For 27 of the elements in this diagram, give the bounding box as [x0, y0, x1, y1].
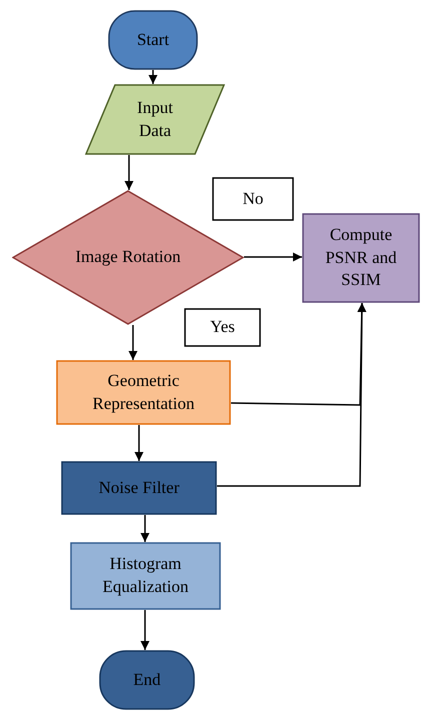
arrow [140, 610, 150, 650]
node-label: No [242, 188, 264, 210]
process-box [70, 542, 221, 610]
node-label: Input Data [136, 96, 174, 142]
node-label: Yes [210, 316, 235, 338]
arrow [128, 325, 138, 360]
node-label: Compute PSNR and SSIM [324, 224, 398, 292]
arrow [124, 155, 134, 190]
node-label: Geometric Representation [92, 370, 196, 415]
condition-box [184, 308, 261, 347]
node-label: Histogram Equalization [102, 553, 190, 598]
node-label: End [133, 668, 161, 691]
start-terminator [108, 10, 198, 70]
arrow [148, 70, 158, 84]
process-box [302, 213, 420, 303]
input-parallelogram [85, 84, 225, 155]
arrow [217, 303, 366, 487]
end-terminator [99, 650, 195, 710]
arrow [140, 515, 150, 542]
process-box [61, 461, 217, 515]
arrow [134, 425, 144, 461]
node-label: Noise Filter [98, 476, 180, 499]
condition-box [212, 177, 294, 221]
process-box [56, 360, 231, 425]
node-label: Start [136, 28, 170, 51]
arrow [244, 252, 302, 262]
node-label: Image Rotation [75, 246, 181, 268]
